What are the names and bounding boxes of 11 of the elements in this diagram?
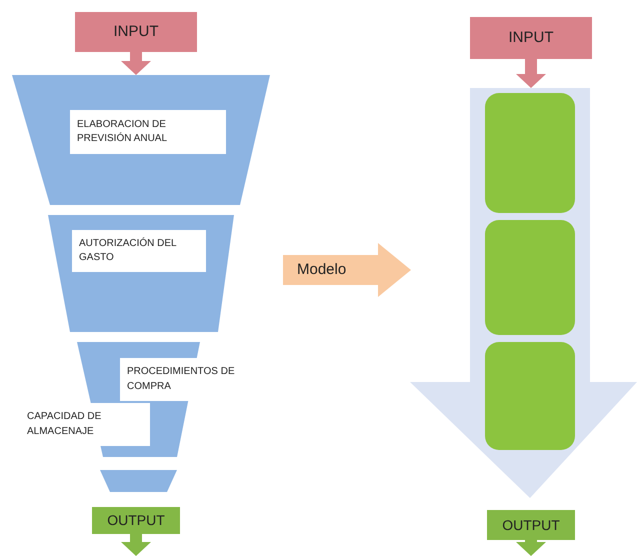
label-box: AUTORIZACIÓN DEL GASTO bbox=[72, 230, 206, 272]
output-box: OUTPUT bbox=[487, 510, 575, 540]
arrow bbox=[121, 52, 151, 75]
label-box: ELABORACION DE PREVISIÓN ANUAL bbox=[70, 110, 226, 154]
input-box: INPUT bbox=[75, 12, 197, 52]
arrow bbox=[516, 59, 546, 88]
input-box: INPUT bbox=[470, 17, 592, 59]
arrow bbox=[121, 534, 151, 556]
output-box: OUTPUT bbox=[92, 507, 180, 534]
arrow bbox=[516, 540, 546, 556]
arrow-label: Modelo bbox=[297, 260, 346, 280]
